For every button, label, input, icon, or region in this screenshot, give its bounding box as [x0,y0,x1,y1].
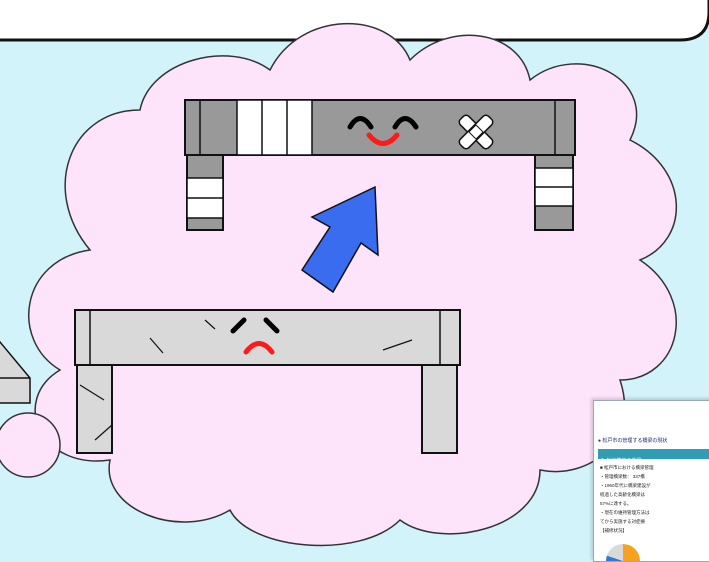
thumbnail-title: ● 松戸市の管理する橋梁の現状 [598,438,668,444]
thumbnail-line: ■ 松戸市における橋梁管理 [600,465,654,470]
thumbnail-line: 57%に達する。 [600,501,632,506]
sad-eye-left [230,317,247,334]
sad-mouth [243,341,275,355]
bandage-icon [458,114,494,150]
thought-bubble [0,412,61,478]
old-bridge-fragment [0,340,31,404]
slide-thumbnail: ● 松戸市の管理する橋梁の現状 1. 計画策定の背景 ■ 松戸市における橋梁管理… [593,400,709,562]
sad-eye-right [263,317,280,334]
happy-eye-left [347,116,374,130]
thumbnail-line: 経過した高齢化橋梁は [600,492,645,497]
thumbnail-line: てから実施する対症療 [600,519,645,524]
thumbnail-pie-chart [606,544,640,561]
thumbnail-line: 【補修状況】 [600,528,627,533]
improvement-arrow [300,185,379,294]
old-bridge-right-pier [421,364,458,454]
happy-eye-right [392,116,419,130]
thumbnail-line: ・現在の維持管理方法は [600,510,650,515]
thumbnail-line: ・管理橋梁数： 337橋 [600,474,645,479]
thumbnail-section-band: 1. 計画策定の背景 [598,449,709,464]
thumbnail-line: ・1960年代に橋梁建設が [600,483,651,488]
repaired-bridge [184,99,576,231]
old-bridge-left-pier [76,364,113,454]
crack-lines [79,319,413,441]
thumbnail-section: 1. 計画策定の背景 [601,458,642,464]
happy-mouth [366,132,400,146]
old-bridge [74,309,461,454]
